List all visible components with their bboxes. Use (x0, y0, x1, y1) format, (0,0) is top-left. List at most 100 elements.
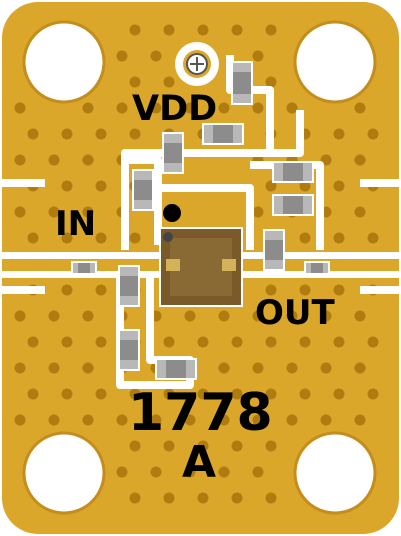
via (82, 310, 94, 322)
via (116, 466, 128, 478)
chip-orientation-dot (163, 232, 173, 242)
trace-bias-left (121, 156, 162, 250)
via (252, 466, 264, 478)
vdd-test-pad (175, 42, 219, 86)
via (252, 206, 264, 218)
via (61, 388, 73, 400)
via (48, 362, 60, 374)
part-number-label: 1778 (128, 383, 273, 443)
via (197, 492, 209, 504)
via (150, 466, 162, 478)
cap-c2-terminal-a (204, 125, 213, 143)
via (252, 50, 264, 62)
via (265, 336, 277, 348)
via (150, 102, 162, 114)
output-label: OUT (255, 293, 336, 333)
cap-c5-terminal-b (303, 163, 312, 181)
via (14, 362, 26, 374)
via (354, 310, 366, 322)
via (14, 310, 26, 322)
via (265, 492, 277, 504)
cap-c7-terminal-b (265, 260, 283, 269)
via (354, 154, 366, 166)
via (299, 388, 311, 400)
via (218, 310, 230, 322)
via (320, 362, 332, 374)
cap-dc-block-in-terminal-a (73, 263, 78, 273)
via (320, 414, 332, 426)
via (14, 154, 26, 166)
pin1-marker-dot (163, 204, 181, 222)
cap-dc-block-out (304, 261, 330, 275)
via (333, 284, 345, 296)
via (218, 362, 230, 374)
via (14, 206, 26, 218)
cap-c4 (132, 169, 154, 211)
via (61, 180, 73, 192)
via (265, 180, 277, 192)
cap-dc-block-out-terminal-a (306, 263, 311, 273)
via (299, 180, 311, 192)
via (48, 310, 60, 322)
via (252, 102, 264, 114)
via (95, 336, 107, 348)
mounting-hole-bottom-left (22, 431, 106, 515)
trace-bias-top (158, 184, 254, 250)
via (333, 388, 345, 400)
via (129, 76, 141, 88)
cap-c10 (155, 358, 197, 380)
via (320, 310, 332, 322)
cap-c4-terminal-a (134, 171, 152, 180)
via (184, 466, 196, 478)
revision-label: A (182, 437, 216, 488)
via (367, 336, 379, 348)
via (163, 492, 175, 504)
via (61, 232, 73, 244)
via (286, 414, 298, 426)
via (82, 414, 94, 426)
via (150, 414, 162, 426)
via (14, 102, 26, 114)
cap-c7 (263, 229, 285, 271)
cap-c6-terminal-b (303, 196, 312, 214)
via (333, 336, 345, 348)
cap-c8 (118, 265, 140, 307)
via (95, 388, 107, 400)
cap-c7-terminal-a (265, 231, 283, 240)
via (116, 50, 128, 62)
via (197, 388, 209, 400)
via (265, 24, 277, 36)
via (48, 154, 60, 166)
via (163, 24, 175, 36)
via (197, 24, 209, 36)
via (61, 336, 73, 348)
via (61, 284, 73, 296)
via (61, 128, 73, 140)
via (82, 362, 94, 374)
cap-c8-terminal-b (120, 296, 138, 305)
amplifier-chip (159, 204, 243, 307)
via (252, 414, 264, 426)
cap-dc-block-out-terminal-b (323, 263, 328, 273)
via (354, 362, 366, 374)
cap-c2 (202, 123, 244, 145)
smd-components (71, 61, 330, 380)
cap-c10-terminal-b (186, 360, 195, 378)
mounting-hole-top-right (293, 20, 377, 104)
cap-c4-terminal-b (134, 200, 152, 209)
via (116, 102, 128, 114)
via (14, 414, 26, 426)
via (95, 232, 107, 244)
via (95, 284, 107, 296)
via (354, 414, 366, 426)
input-label: IN (55, 204, 96, 244)
via (95, 180, 107, 192)
via (367, 232, 379, 244)
via (48, 206, 60, 218)
via (252, 310, 264, 322)
via (333, 180, 345, 192)
chip-pad-right (222, 259, 236, 271)
via (184, 310, 196, 322)
via (231, 336, 243, 348)
chip-pad-left (166, 259, 180, 271)
